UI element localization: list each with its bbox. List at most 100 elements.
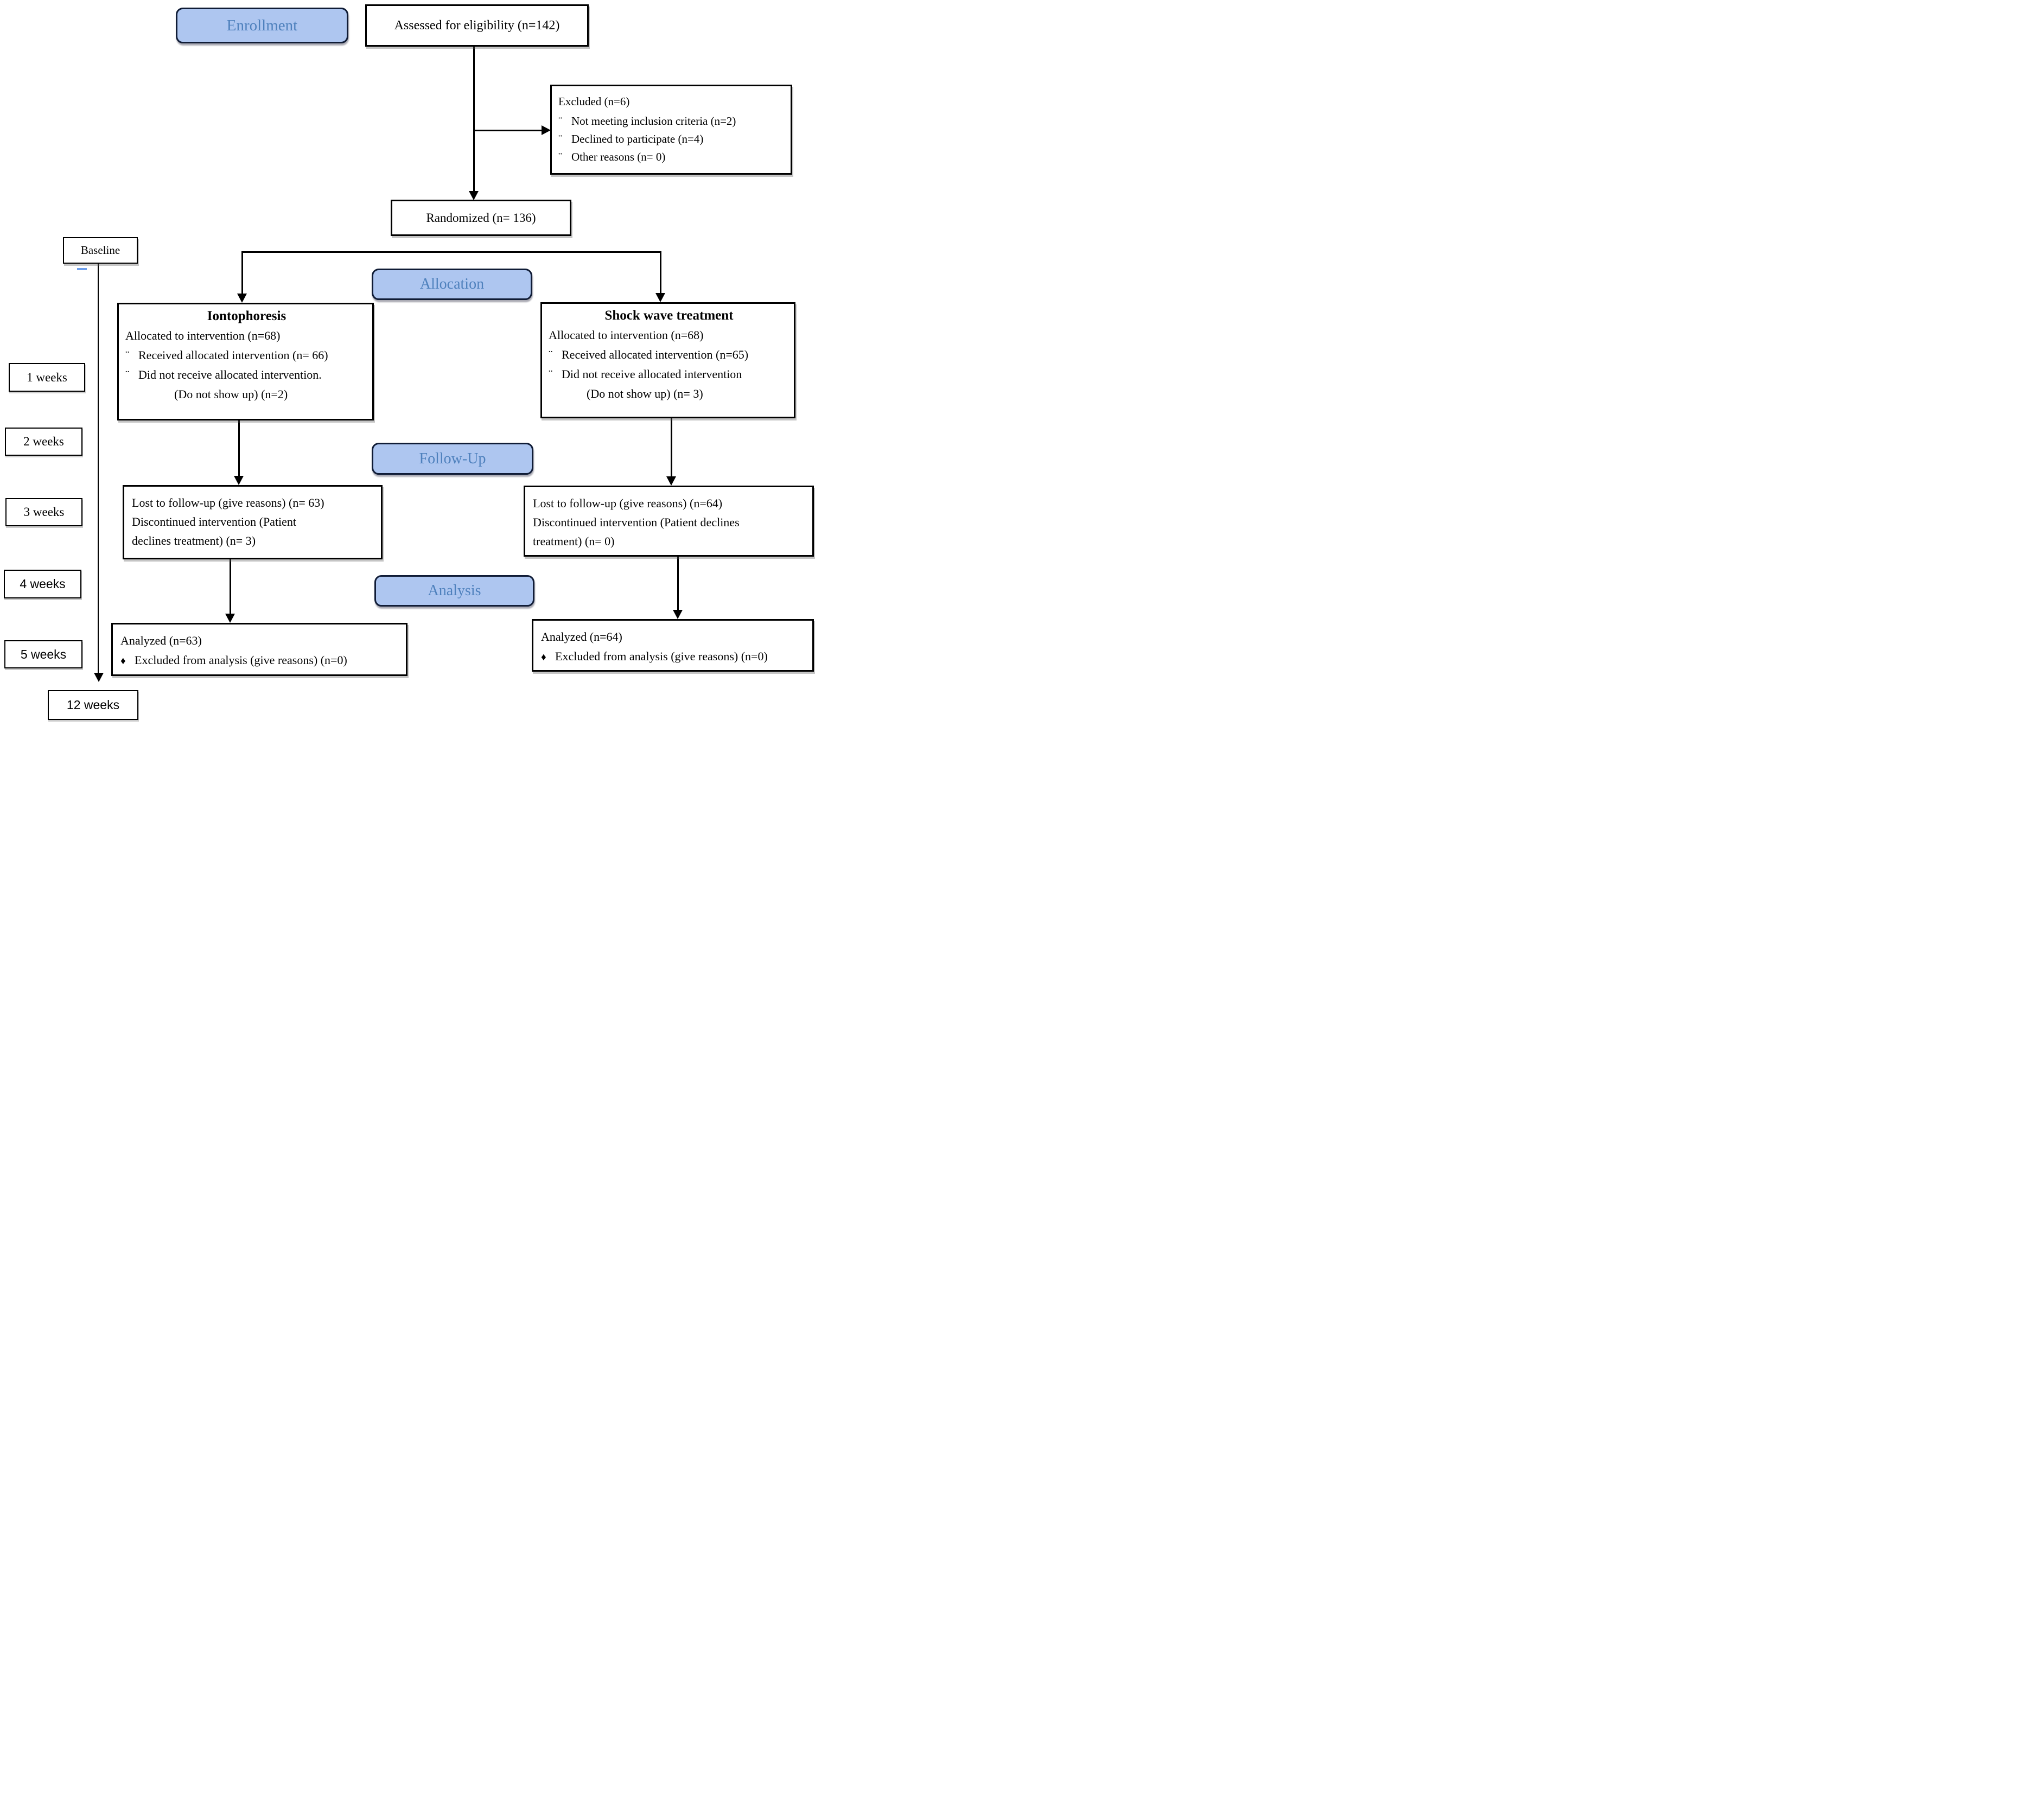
excluded-item: ¨ Other reasons (n= 0) [558,148,785,166]
timeline-week-5: 5 weeks [4,640,82,668]
randomized-box: Randomized (n= 136) [391,200,571,236]
connector-rightarm-to-followup [671,418,672,477]
arrowhead-down-left-followup [234,476,244,485]
bullet-mark: ¨ [558,132,562,145]
excluded-item-text: Other reasons (n= 0) [571,150,666,163]
connector-to-excluded [473,130,542,131]
timeline-week-3: 3 weeks [5,498,82,526]
analyzed-left-body: Analyzed (n=63) ♦ Excluded from analysis … [113,624,406,671]
arm-right-notreceived-text: Did not receive allocated intervention [562,367,742,381]
assessed-box: Assessed for eligibility (n=142) [365,4,589,47]
followup-right-line: Lost to follow-up (give reasons) (n=64) [533,496,723,510]
baseline-underline-mark [77,268,87,270]
arm-left-allocated: Allocated to intervention (n=68) [125,329,281,342]
excluded-body: Excluded (n=6) ¨ Not meeting inclusion cr… [552,86,791,166]
diamond-bullet-mark: ♦ [120,655,126,667]
split-line [242,251,661,253]
stage-allocation: Allocation [372,269,532,300]
analyzed-right-item: ♦ Excluded from analysis (give reasons) (… [541,647,807,667]
arm-left-notreceived: ¨ Did not receive allocated intervention. [125,365,368,385]
arm-right-notreceived-cont: (Do not show up) (n= 3) [587,387,703,400]
arrowhead-right-excluded [542,125,551,135]
followup-left-line: Discontinued intervention (Patient [132,515,297,528]
connector-assessed-to-randomized [473,47,475,192]
excluded-title: Excluded (n=6) [558,95,630,108]
analyzed-right-title: Analyzed (n=64) [541,630,622,643]
timeline-week-1: 1 weeks [9,363,85,392]
arm-left-received: ¨ Received allocated intervention (n= 66) [125,346,368,365]
timeline-week-5-label: 5 weeks [20,647,67,661]
excluded-box: Excluded (n=6) ¨ Not meeting inclusion cr… [550,85,792,175]
consort-flow-diagram: Enrollment Allocation Follow-Up Analysis… [0,0,818,722]
followup-left-box: Lost to follow-up (give reasons) (n= 63)… [123,485,383,559]
stage-analysis-label: Analysis [428,582,481,599]
followup-left-line: declines treatment) (n= 3) [132,534,256,547]
arm-left-notreceived-text: Did not receive allocated intervention. [138,368,322,381]
arm-right-allocated: Allocated to intervention (n=68) [549,328,704,342]
analyzed-left-box: Analyzed (n=63) ♦ Excluded from analysis … [111,623,407,676]
arm-left-title: Iontophoresis [207,309,286,323]
arm-right-notreceived: ¨ Did not receive allocated intervention [549,365,789,384]
randomized-text: Randomized (n= 136) [426,211,536,225]
analyzed-left-title: Analyzed (n=63) [120,634,202,647]
timeline-week-3-label: 3 weeks [23,505,65,519]
timeline-week-2: 2 weeks [5,428,82,456]
arrowhead-down-randomized [469,191,479,200]
analyzed-right-box: Analyzed (n=64) ♦ Excluded from analysis … [532,619,814,672]
arrowhead-down-right-followup [666,476,676,486]
excluded-item-text: Declined to participate (n=4) [571,132,704,145]
assessed-text: Assessed for eligibility (n=142) [394,18,560,33]
bullet-mark: ¨ [125,368,130,381]
excluded-item-text: Not meeting inclusion criteria (n=2) [571,114,736,128]
stage-enrollment-label: Enrollment [226,16,298,34]
bullet-mark: ¨ [558,150,562,163]
baseline-timeline-line [98,264,99,674]
arrowhead-down-right-arm [655,293,665,302]
arm-left-received-text: Received allocated intervention (n= 66) [138,348,328,362]
bullet-mark: ¨ [558,114,562,128]
excluded-item: ¨ Declined to participate (n=4) [558,130,785,148]
excluded-item: ¨ Not meeting inclusion criteria (n=2) [558,112,785,130]
stage-enrollment: Enrollment [176,8,348,43]
connector-split-right [660,251,661,294]
connector-leftfollowup-to-analysis [230,559,231,614]
arrowhead-down-left-arm [237,294,247,303]
stage-followup-label: Follow-Up [419,450,486,467]
timeline-week-4-label: 4 weeks [20,577,66,591]
followup-right-line: treatment) (n= 0) [533,534,615,548]
baseline-text: Baseline [80,244,120,257]
connector-rightfollowup-to-analysis [677,557,679,610]
timeline-week-1-label: 1 weeks [27,370,67,384]
analyzed-right-item-text: Excluded from analysis (give reasons) (n… [555,649,768,663]
bullet-mark: ¨ [549,348,553,361]
connector-split-left [241,251,243,295]
stage-followup: Follow-Up [372,443,533,475]
analyzed-left-item: ♦ Excluded from analysis (give reasons) (… [120,651,400,671]
followup-right-body: Lost to follow-up (give reasons) (n=64) … [525,487,812,551]
arrowhead-down-right-analysis [673,610,683,619]
diamond-bullet-mark: ♦ [541,652,546,663]
followup-left-body: Lost to follow-up (give reasons) (n= 63)… [124,487,381,550]
arm-right-body: Shock wave treatment Allocated to interv… [542,304,794,404]
followup-left-line: Lost to follow-up (give reasons) (n= 63) [132,496,324,509]
connector-leftarm-to-followup [238,420,240,477]
analyzed-right-body: Analyzed (n=64) ♦ Excluded from analysis … [533,621,812,667]
bullet-mark: ¨ [549,367,553,381]
followup-right-line: Discontinued intervention (Patient decli… [533,515,740,529]
bullet-mark: ¨ [125,348,130,362]
baseline-box: Baseline [63,237,138,264]
arm-left-body: Iontophoresis Allocated to intervention … [119,304,372,404]
arrowhead-down-left-analysis [225,614,235,623]
arm-right-received-text: Received allocated intervention (n=65) [562,348,749,361]
arm-right-received: ¨ Received allocated intervention (n=65) [549,345,789,365]
arm-left-box: Iontophoresis Allocated to intervention … [117,303,374,420]
stage-analysis: Analysis [374,575,534,607]
timeline-week-2-label: 2 weeks [23,435,64,448]
arrowhead-down-timeline [94,673,104,682]
timeline-week-12-label: 12 weeks [66,698,120,712]
arm-right-box: Shock wave treatment Allocated to interv… [540,302,795,418]
arm-right-title: Shock wave treatment [604,308,734,323]
stage-allocation-label: Allocation [419,276,485,292]
analyzed-left-item-text: Excluded from analysis (give reasons) (n… [135,653,347,667]
timeline-week-4: 4 weeks [4,570,81,598]
